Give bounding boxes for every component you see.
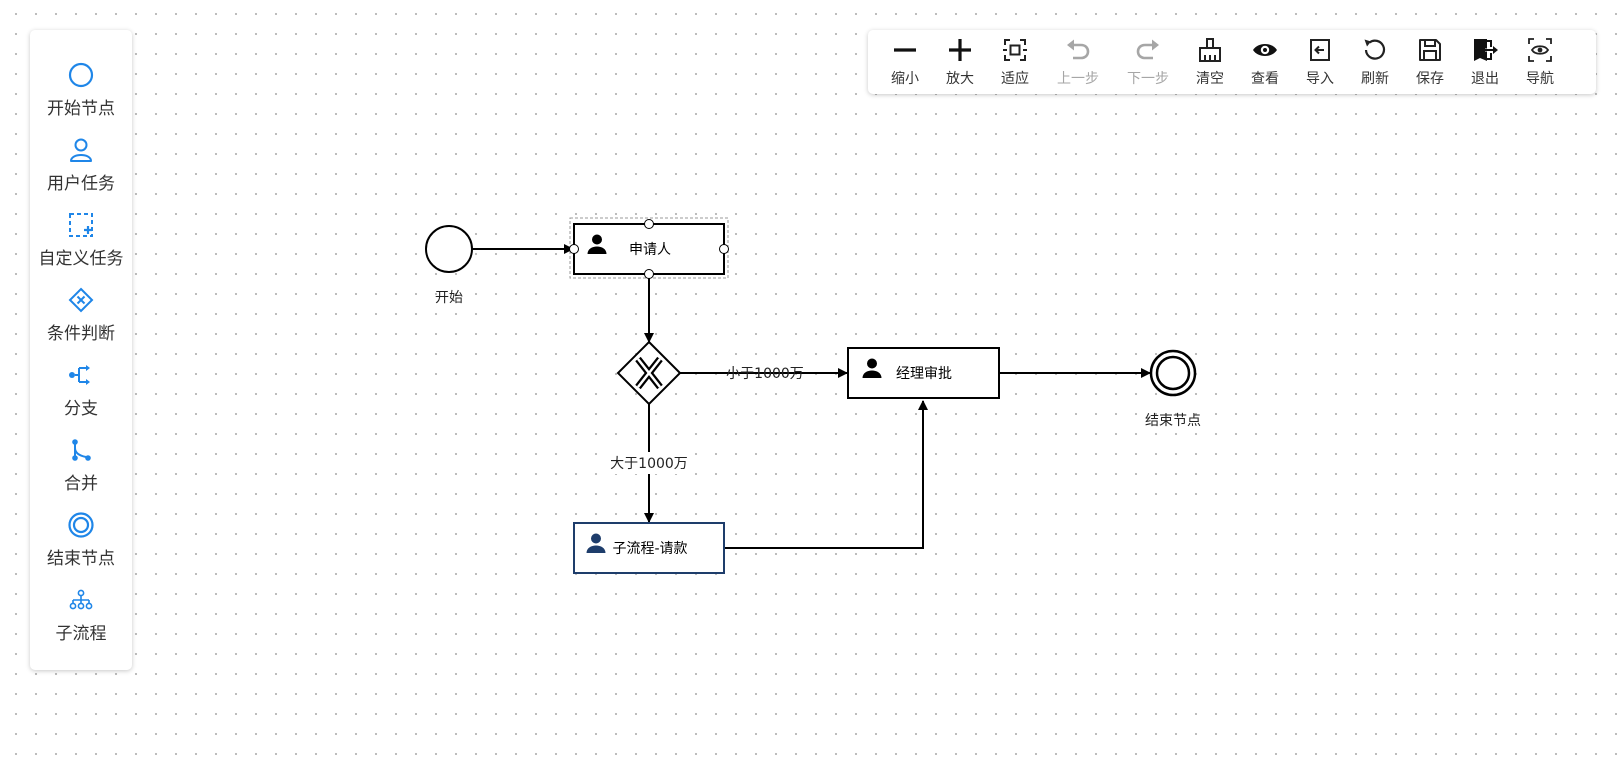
branch-icon [64, 358, 98, 392]
tool-label: 缩小 [891, 71, 919, 87]
tool-label: 适应 [1001, 71, 1029, 87]
view-button[interactable]: 查看 [1235, 35, 1295, 91]
tool-label: 放大 [946, 71, 974, 87]
plus-icon [945, 35, 975, 65]
refresh-button[interactable]: 刷新 [1345, 35, 1405, 91]
manager-approval-task-node[interactable] [847, 347, 1000, 399]
edge-subprocess-to-manager[interactable] [724, 400, 928, 549]
tool-label: 下一步 [1127, 71, 1169, 87]
user-icon [64, 133, 98, 167]
start-event-label: 开始 [435, 290, 463, 306]
broom-icon [1195, 35, 1225, 65]
palette-item-label: 分支 [64, 399, 98, 419]
palette-item-start-node[interactable]: 开始节点 [30, 58, 132, 130]
end-event-node[interactable] [1149, 349, 1197, 397]
hierarchy-icon [64, 583, 98, 617]
palette-item-label: 结束节点 [47, 549, 115, 569]
import-button[interactable]: 导入 [1290, 35, 1350, 91]
edge-label-greater-than: 大于1000万 [610, 456, 688, 472]
dashed-square-plus-icon [64, 208, 98, 242]
diamond-x-icon [64, 283, 98, 317]
node-palette: 开始节点 用户任务 自定义任务 条件判断 分支 合并 结束节点 [30, 30, 132, 670]
edge-label-less-than: 小于1000万 [726, 366, 804, 382]
subprocess-node[interactable] [573, 522, 725, 574]
tool-label: 退出 [1471, 71, 1499, 87]
double-circle-icon [64, 508, 98, 542]
tool-label: 刷新 [1361, 71, 1389, 87]
save-icon [1415, 35, 1445, 65]
edge-label-greater-bg [609, 452, 689, 474]
undo-button[interactable]: 上一步 [1048, 35, 1108, 91]
palette-item-label: 用户任务 [47, 174, 115, 194]
undo-icon [1063, 35, 1093, 65]
clear-button[interactable]: 清空 [1180, 35, 1240, 91]
applicant-task-label: 申请人 [629, 242, 671, 258]
palette-item-label: 合并 [64, 474, 98, 494]
exit-icon [1470, 35, 1500, 65]
tool-label: 导航 [1526, 71, 1554, 87]
exclusive-gateway-node[interactable] [616, 340, 682, 406]
palette-item-merge[interactable]: 合并 [30, 433, 132, 505]
palette-item-custom-task[interactable]: 自定义任务 [30, 208, 132, 280]
palette-item-label: 条件判断 [47, 324, 115, 344]
tool-label: 上一步 [1057, 71, 1099, 87]
minus-icon [890, 35, 920, 65]
tool-label: 清空 [1196, 71, 1224, 87]
fit-button[interactable]: 适应 [985, 35, 1045, 91]
tool-label: 保存 [1416, 71, 1444, 87]
palette-item-end-node[interactable]: 结束节点 [30, 508, 132, 580]
tool-label: 导入 [1306, 71, 1334, 87]
palette-item-subprocess[interactable]: 子流程 [30, 583, 132, 655]
import-icon [1305, 35, 1335, 65]
redo-icon [1133, 35, 1163, 65]
start-event-node[interactable] [425, 225, 473, 273]
navigate-button[interactable]: 导航 [1510, 35, 1570, 91]
palette-item-label: 开始节点 [47, 99, 115, 119]
save-button[interactable]: 保存 [1400, 35, 1460, 91]
exit-button[interactable]: 退出 [1455, 35, 1515, 91]
palette-item-condition[interactable]: 条件判断 [30, 283, 132, 355]
manager-approval-label: 经理审批 [896, 366, 952, 382]
circle-icon [64, 58, 98, 92]
refresh-icon [1360, 35, 1390, 65]
fit-icon [1000, 35, 1030, 65]
zoom-in-button[interactable]: 放大 [930, 35, 990, 91]
end-event-label: 结束节点 [1145, 413, 1201, 429]
merge-icon [64, 433, 98, 467]
palette-item-user-task[interactable]: 用户任务 [30, 133, 132, 205]
palette-item-label: 自定义任务 [38, 249, 124, 269]
toolbar: 缩小 放大 适应 上一步 下一步 清空 查看 [868, 30, 1596, 94]
palette-item-branch[interactable]: 分支 [30, 358, 132, 430]
navigate-eye-icon [1525, 35, 1555, 65]
tool-label: 查看 [1251, 71, 1279, 87]
selection-anchor-handles[interactable] [569, 219, 729, 279]
redo-button[interactable]: 下一步 [1118, 35, 1178, 91]
palette-item-label: 子流程 [55, 624, 107, 644]
subprocess-label: 子流程-请款 [612, 541, 687, 557]
eye-icon [1250, 35, 1280, 65]
zoom-out-button[interactable]: 缩小 [875, 35, 935, 91]
